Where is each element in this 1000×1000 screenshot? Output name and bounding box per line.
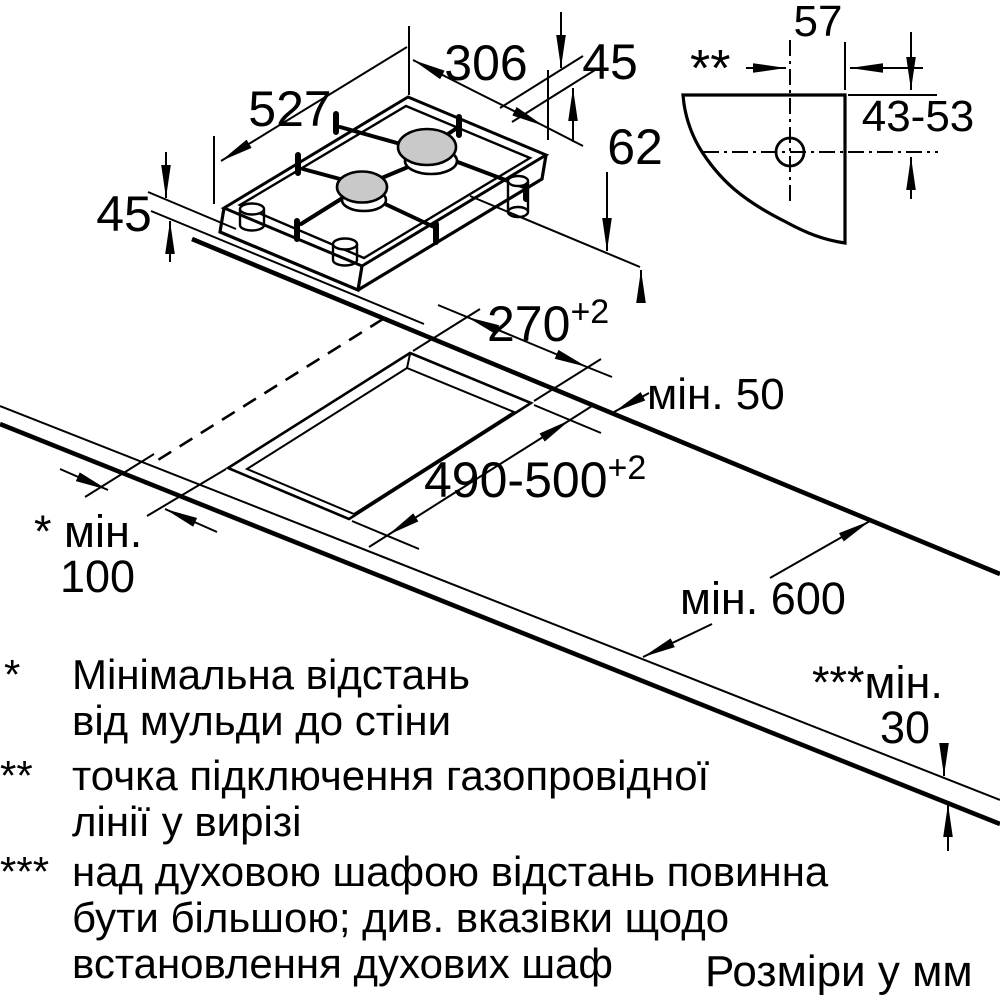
footnote-1-marker: * [4,651,20,698]
footnote-3-marker: *** [0,848,49,895]
worktop-front-edge-bottom [0,421,1000,827]
dim-front-edge-label: ***мін. [812,657,943,708]
hob-dimensions: 527 306 45 62 45 [96,12,663,325]
cutout-outline [225,351,534,521]
control-knob-1 [238,202,266,232]
detail-marker: ** [690,40,730,98]
worktop-front-edge-top [0,405,1000,801]
worktop-back-edge [191,236,1000,577]
dim-front-edge-value: 30 [880,702,930,753]
burner-small-cap [335,170,389,204]
dim-below-worktop-clearance: 62 [607,119,663,175]
footnote-2-marker: ** [0,752,33,799]
footnote-1-line-1: Мінімальна відстань [72,651,470,698]
footnote-3-line-2: бути більшою; див. вказівки щодо [72,894,729,941]
footnote-3-line-3: встановлення духових шаф [72,940,613,987]
dim-connection-offset: 57 [794,0,843,46]
hob-isometric-view [218,95,550,293]
dim-cutout-depth: 490-500+2 [424,449,646,508]
worktop-corner-piece [681,93,847,245]
worktop-cutout-view: 270+2 490-500+2 мін. 50 мін. 600 * мін. … [0,236,1000,851]
dim-cutout-width: 270+2 [487,293,609,352]
control-knob-2 [331,237,359,267]
units-note: Розміри у мм [705,947,973,996]
gas-connection-point [774,136,806,168]
footnote-2-line-1: точка підключення газопровідної [72,752,710,799]
dim-side-wall-value: 100 [60,551,135,602]
cutout-inner-outline [244,366,517,516]
gas-connection-detail: 57 ** 43-53 [681,0,975,245]
footnotes: * Мінімальна відстань від мульди до стін… [0,651,973,996]
footnote-3-line-1: над духовою шафою відстань повинна [72,848,829,895]
dim-worktop-depth: мін. 600 [680,573,846,624]
burner-large-cap [396,127,458,167]
dim-connection-depth: 43-53 [862,92,975,141]
footnote-2-line-2: лінії у вирізі [72,798,301,845]
footnote-1-line-2: від мульди до стіни [72,697,451,744]
dim-side-wall-label: * мін. [34,506,142,557]
dim-hob-height-left: 45 [96,186,152,242]
dim-hob-width: 306 [444,35,527,91]
dim-hob-height-right: 45 [582,34,638,90]
dim-rear-clearance: мін. 50 [647,370,785,419]
dim-hob-depth: 527 [248,81,331,137]
wall-dashed-line [149,317,384,467]
